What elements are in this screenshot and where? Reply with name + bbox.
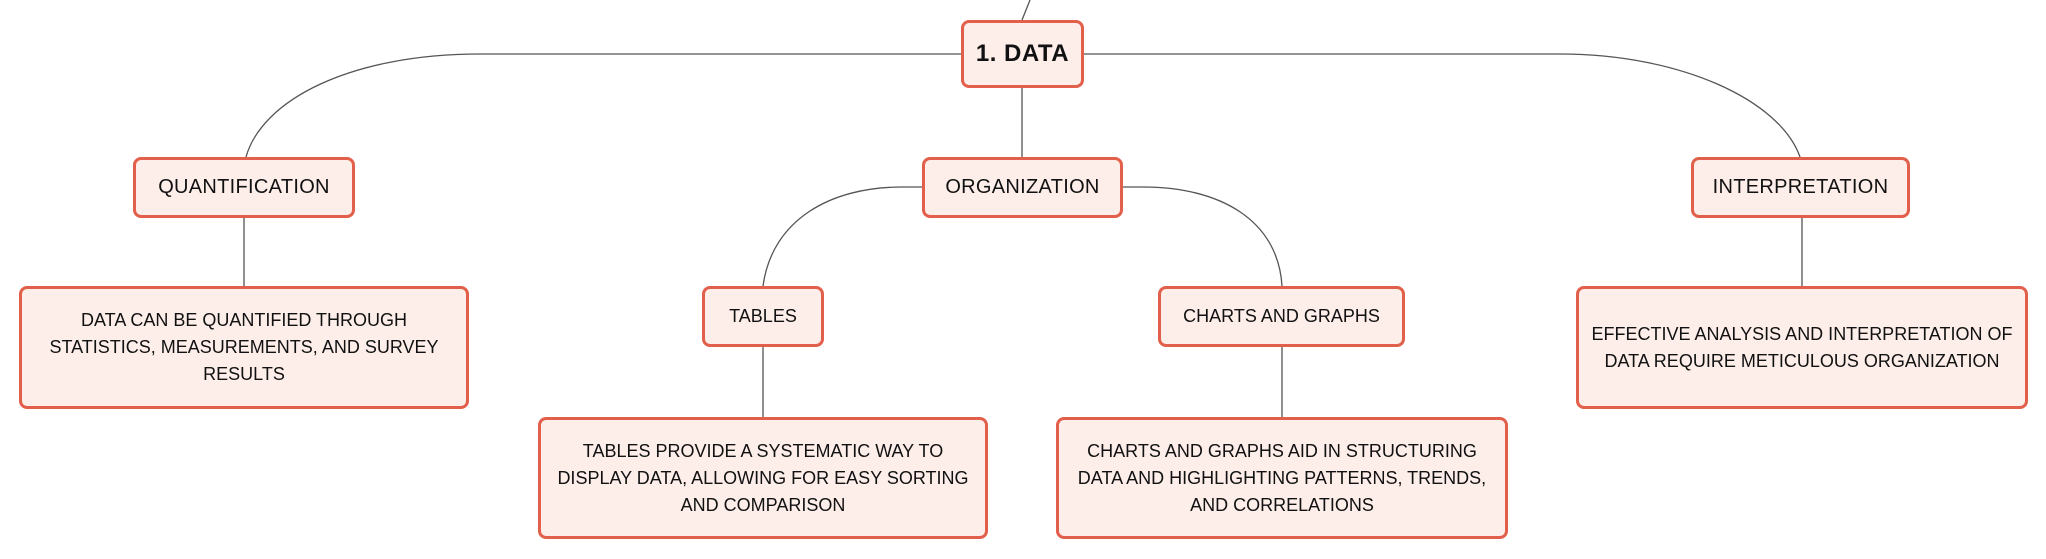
interpretation-detail-node[interactable]: EFFECTIVE ANALYSIS AND INTERPRETATION OF… (1576, 286, 2028, 409)
connector-organization-charts (1123, 186, 1283, 287)
charts-and-graphs-node[interactable]: CHARTS AND GRAPHS (1158, 286, 1405, 347)
charts-detail-node[interactable]: CHARTS AND GRAPHS AID IN STRUCTURING DAT… (1056, 417, 1508, 539)
tables-node-label: TABLES (729, 306, 797, 326)
charts-detail-text: CHARTS AND GRAPHS AID IN STRUCTURING DAT… (1077, 440, 1487, 515)
root-node[interactable]: 1. DATA (961, 20, 1084, 88)
quantification-detail-text: DATA CAN BE QUANTIFIED THROUGH STATISTIC… (49, 310, 439, 384)
quantification-node-label: QUANTIFICATION (158, 176, 330, 198)
interpretation-node[interactable]: INTERPRETATION (1691, 157, 1910, 218)
organization-node-label: ORGANIZATION (945, 176, 1100, 198)
interpretation-detail-text: EFFECTIVE ANALYSIS AND INTERPRETATION OF… (1591, 323, 2013, 371)
tables-detail-node[interactable]: TABLES PROVIDE A SYSTEMATIC WAY TO DISPL… (538, 417, 988, 539)
connector-root-incoming (1021, 0, 1031, 21)
connector-organization-tables (762, 186, 922, 287)
tables-node[interactable]: TABLES (702, 286, 824, 347)
root-node-label: 1. DATA (975, 40, 1070, 67)
quantification-detail-node[interactable]: DATA CAN BE QUANTIFIED THROUGH STATISTIC… (19, 286, 469, 409)
charts-and-graphs-node-label: CHARTS AND GRAPHS (1183, 306, 1380, 326)
connector-root-quantification (245, 53, 961, 158)
organization-node[interactable]: ORGANIZATION (922, 157, 1123, 218)
connector-root-interpretation (1084, 53, 1801, 158)
tables-detail-text: TABLES PROVIDE A SYSTEMATIC WAY TO DISPL… (557, 440, 969, 515)
interpretation-node-label: INTERPRETATION (1712, 176, 1889, 198)
quantification-node[interactable]: QUANTIFICATION (133, 157, 355, 218)
